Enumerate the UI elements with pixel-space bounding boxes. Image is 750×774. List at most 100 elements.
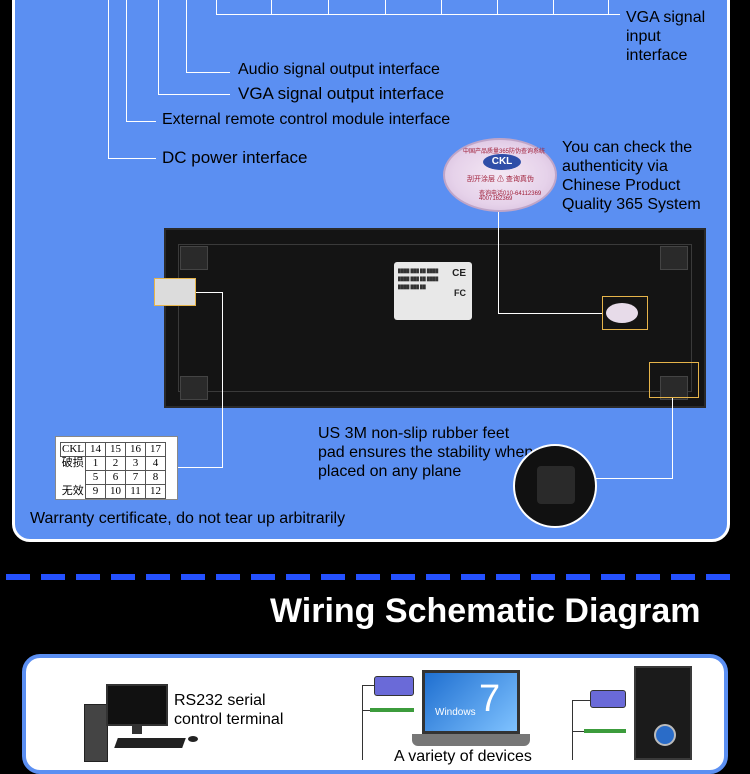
rubber-foot — [660, 246, 688, 270]
dash — [146, 574, 170, 580]
card-cell: 破损 — [61, 457, 84, 470]
warranty-label: Warranty certificate, do not tear up arb… — [30, 510, 346, 527]
authenticity-label: You can check the authenticity via Chine… — [562, 138, 701, 214]
dash — [321, 574, 345, 580]
warranty-grid: CKL 14 15 16 17 破损 1 2 3 4 5 6 7 8 无效 9 … — [60, 442, 166, 499]
dash — [706, 574, 730, 580]
tower-pc-icon — [634, 666, 692, 760]
label-line: RS232 serial — [174, 692, 266, 709]
leader-line — [553, 0, 554, 14]
rs232-label: RS232 serial control terminal — [174, 691, 283, 729]
hologram-text: 4007162369 — [479, 196, 513, 202]
power-button-icon — [654, 724, 676, 746]
rubber-foot — [180, 246, 208, 270]
dc-power-label: DC power interface — [162, 148, 308, 167]
label-line: authenticity via — [562, 158, 668, 175]
leader-line — [176, 467, 223, 468]
leader-line — [362, 710, 370, 711]
rubber-pad — [537, 466, 575, 504]
card-cell: 6 — [105, 470, 126, 485]
variety-label: A variety of devices — [394, 748, 532, 765]
dash — [426, 574, 450, 580]
hologram-text: 中国产品质量365防伪查询系统 — [463, 149, 546, 155]
card-cell: 12 — [145, 484, 166, 499]
vga-connector-icon — [590, 690, 626, 708]
card-cell: 2 — [105, 456, 126, 471]
audio-connector-icon — [370, 708, 414, 712]
card-cell: 8 — [145, 470, 166, 485]
label-line: You can check the — [562, 139, 693, 156]
leader-line — [498, 313, 602, 314]
leader-line — [385, 0, 386, 14]
leader-line — [328, 0, 329, 14]
dash — [531, 574, 555, 580]
warranty-card: CKL 14 15 16 17 破损 1 2 3 4 5 6 7 8 无效 9 … — [55, 436, 178, 500]
mini-hologram — [606, 303, 638, 323]
leader-line — [608, 0, 609, 14]
leader-line — [186, 72, 230, 73]
label-line: VGA signal — [626, 9, 706, 26]
authenticity-hologram: 中国产品质量365防伪查询系统 CKL 刮开涂层 ⚠ 查询真伪 查询电话010-… — [443, 138, 557, 212]
leader-line — [222, 292, 223, 467]
leader-line — [216, 14, 620, 15]
card-cell: 无效 — [61, 485, 84, 497]
leader-line — [126, 121, 156, 122]
dash — [216, 574, 240, 580]
dash — [636, 574, 660, 580]
leader-line — [572, 700, 573, 760]
label-line: Quality 365 System — [562, 196, 701, 213]
label-line: US 3M non-slip rubber feet — [318, 425, 510, 442]
vga-input-label: VGA signal input interface — [626, 8, 705, 65]
leader-line — [572, 731, 584, 732]
card-cell: 3 — [125, 456, 146, 471]
card-cell: 5 — [85, 470, 106, 485]
leader-line — [362, 685, 374, 686]
dash — [251, 574, 275, 580]
card-cell: 11 — [125, 484, 146, 499]
dash — [356, 574, 380, 580]
label-line: pad ensures the stability when — [318, 444, 534, 461]
foot-highlight — [649, 362, 699, 398]
windows-label: Windows — [435, 707, 476, 718]
leader-line — [441, 0, 442, 14]
card-cell: 9 — [85, 484, 106, 499]
monitor-stand — [132, 726, 142, 734]
dash — [566, 574, 590, 580]
leader-line — [196, 292, 222, 293]
vga-output-label: VGA signal output interface — [238, 84, 445, 103]
dash — [461, 574, 485, 580]
dash — [6, 574, 30, 580]
label-line: interface — [626, 47, 688, 64]
laptop-base — [412, 734, 530, 746]
fc-mark: FC — [454, 288, 466, 298]
card-cell: 14 — [85, 442, 106, 457]
leader-line — [672, 398, 673, 478]
vga-connector-icon — [374, 676, 414, 696]
leader-line — [498, 212, 499, 313]
dash — [181, 574, 205, 580]
sticker-text: ████ ███ ██ — [398, 284, 426, 289]
model-sticker: ████ ███ ██ ████ ████ ███ ██ ████ ████ █… — [394, 262, 472, 320]
rubber-feet-label: US 3M non-slip rubber feet pad ensures t… — [318, 424, 533, 481]
dash — [496, 574, 520, 580]
leader-line — [497, 0, 498, 14]
rubber-foot-closeup — [513, 444, 597, 528]
card-cell — [61, 471, 86, 485]
label-line: control terminal — [174, 711, 284, 728]
leader-line — [108, 0, 109, 158]
hologram-text: 刮开涂层 ⚠ 查询真伪 — [467, 176, 534, 183]
sticker-text: ████ ███ ██ ████ — [398, 276, 439, 281]
card-cell: 7 — [125, 470, 146, 485]
dash — [391, 574, 415, 580]
label-line: input — [626, 28, 661, 45]
wiring-title: Wiring Schematic Diagram — [270, 592, 701, 630]
leader-line — [108, 158, 156, 159]
leader-line — [362, 685, 363, 760]
leader-line — [126, 0, 127, 121]
hologram-highlight — [602, 296, 648, 330]
card-cell: 15 — [105, 442, 126, 457]
audio-output-label: Audio signal output interface — [238, 61, 440, 78]
dash — [671, 574, 695, 580]
mouse-icon — [188, 736, 198, 742]
windows-version: 7 — [479, 678, 501, 720]
